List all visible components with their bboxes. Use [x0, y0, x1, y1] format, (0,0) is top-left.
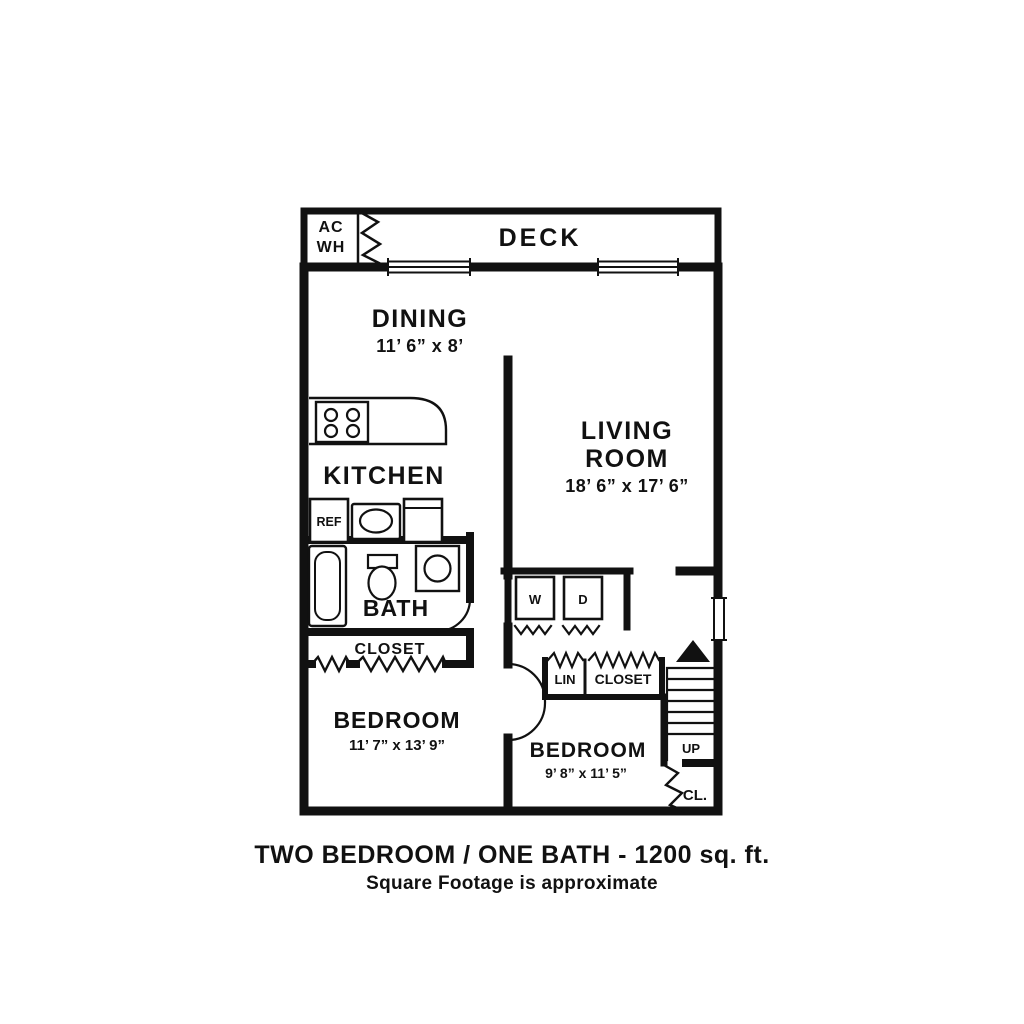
stairs-up-label: UP	[682, 741, 700, 756]
deck-label: DECK	[499, 224, 582, 252]
bedroom2-door-arc-icon	[506, 701, 547, 742]
bath-door-arc-icon	[436, 597, 472, 633]
toilet-icon	[367, 565, 397, 601]
room-dims-bedroom1: 11’ 7” x 13’ 9”	[349, 737, 445, 754]
dryer-icon	[562, 575, 604, 621]
room-label-living-2: ROOM	[585, 445, 669, 473]
closet2-label: CLOSET	[595, 671, 652, 687]
laundry-units	[513, 575, 604, 636]
refrigerator-icon	[308, 497, 350, 544]
utility-label-ac: AC	[318, 219, 343, 236]
burner-icon	[323, 407, 339, 423]
burner-icon	[323, 423, 339, 439]
break-line-corner-closet-icon	[662, 763, 686, 813]
bathtub-basin-icon	[314, 551, 341, 621]
stove-icon	[314, 400, 370, 444]
caption-title: TWO BEDROOM / ONE BATH - 1200 sq. ft.	[254, 841, 769, 869]
linen-label: LIN	[555, 672, 576, 687]
refrigerator-label: REF	[317, 515, 342, 529]
stair-treads-icon	[665, 666, 716, 762]
vanity-icon	[414, 544, 461, 593]
deck-window-right	[597, 258, 679, 276]
washer-icon	[514, 575, 556, 621]
deck-wall	[300, 207, 722, 271]
caption-subtitle: Square Footage is approximate	[366, 873, 658, 894]
dryer-label: D	[578, 592, 587, 607]
burner-icon	[345, 407, 361, 423]
bathtub-icon	[307, 544, 348, 628]
room-label-bedroom2: BEDROOM	[530, 739, 647, 762]
break-line-closet2-icon	[354, 654, 448, 674]
hall-closet-label: CLOSET	[355, 641, 426, 658]
up-arrow-icon	[676, 640, 710, 662]
room-label-dining: DINING	[372, 305, 469, 333]
break-line-washer-icon	[513, 624, 553, 636]
linen-closet-walls	[542, 657, 668, 700]
stairs	[665, 640, 716, 762]
break-line-closet-icon	[310, 654, 352, 674]
side-window	[711, 597, 727, 641]
room-dims-dining: 11’ 6” x 8’	[376, 336, 464, 356]
room-dims-bedroom2: 9’ 8” x 11’ 5”	[545, 765, 627, 781]
room-label-bedroom1: BEDROOM	[333, 707, 460, 733]
washer-label: W	[529, 592, 542, 607]
window-icon	[597, 258, 679, 276]
vanity-basin-icon	[423, 554, 452, 583]
sink-icon	[358, 508, 394, 534]
laundry-alcove-wall	[500, 567, 634, 631]
kitchen-fixtures	[308, 396, 448, 544]
bath-fixtures	[307, 544, 461, 628]
window-gap	[712, 598, 726, 640]
utility-label-wh: WH	[317, 239, 346, 256]
break-line-closet3-icon	[587, 650, 661, 670]
break-line-utility-icon	[358, 210, 383, 269]
dishwasher-icon	[402, 497, 444, 544]
break-line-dryer-icon	[561, 624, 601, 636]
window-icon	[711, 597, 727, 641]
corner-closet-label: CL.	[683, 787, 707, 804]
window-icon	[387, 258, 471, 276]
bedroom1-door-arc-icon	[506, 662, 547, 703]
break-line-linen-icon	[546, 650, 585, 670]
room-label-kitchen: KITCHEN	[323, 462, 445, 490]
room-dims-living: 18’ 6” x 17’ 6”	[565, 476, 689, 496]
room-label-bath: BATH	[363, 595, 429, 621]
room-label-living-1: LIVING	[581, 417, 673, 445]
burner-icon	[345, 423, 361, 439]
deck-window-left	[387, 258, 471, 276]
